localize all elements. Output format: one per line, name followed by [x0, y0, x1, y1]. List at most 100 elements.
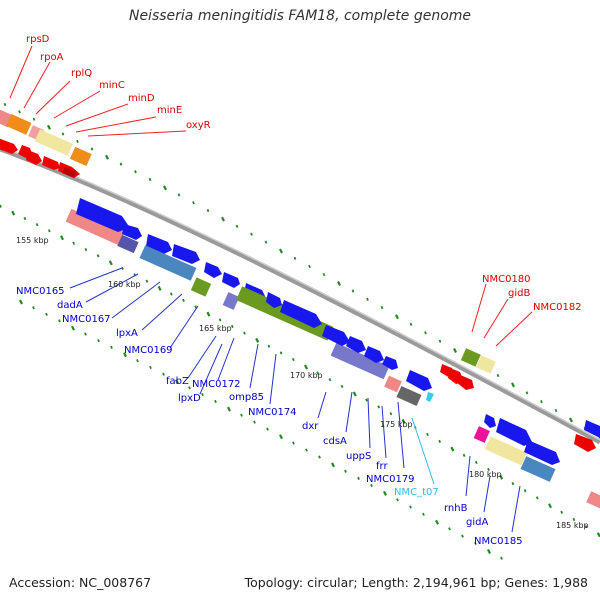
tick-mark	[305, 448, 308, 452]
leader-rpoA	[23, 61, 51, 109]
tick-marks	[0, 102, 600, 560]
tick-mark	[525, 391, 529, 395]
leader-NMC0165	[69, 267, 123, 289]
feature-NMC0179b	[330, 342, 390, 380]
tick-mark	[182, 298, 185, 303]
leader-NMC0172	[217, 337, 235, 381]
tick-mark	[511, 382, 515, 388]
feature-NMC0185	[524, 440, 560, 465]
tick-mark	[84, 332, 87, 336]
tick-mark	[206, 311, 211, 317]
tick-mark	[60, 235, 64, 241]
gene-label-oxyr: oxyR	[186, 120, 211, 131]
tick-mark	[206, 208, 210, 213]
tick-mark	[344, 469, 347, 473]
tick-mark	[318, 455, 321, 459]
tick-mark	[548, 503, 552, 509]
tick-mark	[169, 292, 173, 296]
gene-labels: rpsDrpoArplQminCminDminEoxyRNMC0180gidBN…	[16, 34, 582, 547]
tick-mark	[438, 439, 442, 443]
tick-mark	[71, 325, 75, 331]
tick-mark	[279, 434, 283, 440]
tick-mark	[177, 193, 181, 197]
tick-mark	[267, 344, 271, 348]
tick-mark	[292, 441, 295, 445]
forward-features-right	[440, 348, 496, 390]
tick-mark	[422, 512, 425, 516]
feature-NMC0172	[204, 262, 222, 278]
leader-rplQ	[35, 80, 71, 115]
tick-mark	[221, 216, 225, 222]
gene-label-rpoa: rpoA	[40, 52, 64, 63]
tick-mark	[448, 527, 451, 531]
tick-mark	[474, 541, 477, 546]
tick-mark	[496, 373, 500, 378]
tick-mark	[32, 306, 35, 310]
tick-mark	[194, 305, 198, 309]
feature-NMC_t07	[396, 386, 422, 406]
tick-mark	[409, 505, 412, 509]
tick-mark	[426, 432, 429, 437]
tick-mark	[474, 460, 478, 464]
leader-NMC0179	[397, 401, 405, 469]
scale-label: 185 kbp	[556, 521, 589, 530]
feature-gidA-box	[484, 436, 528, 466]
tick-mark	[230, 324, 234, 329]
gene-label-minc: minC	[99, 80, 125, 91]
tick-mark	[47, 229, 51, 233]
tick-mark	[357, 476, 360, 480]
tick-mark	[149, 365, 152, 370]
tick-mark	[340, 384, 344, 389]
gene-label-frr: frr	[376, 461, 388, 472]
feature-dxr	[190, 277, 212, 297]
gene-label-nmc0167: NMC0167	[62, 314, 111, 325]
tick-mark	[554, 408, 558, 413]
gene-label-lpxa: lpxA	[116, 328, 138, 339]
tick-mark	[266, 427, 269, 431]
tick-mark	[3, 102, 7, 107]
tick-mark	[47, 124, 51, 130]
tick-mark	[264, 240, 268, 244]
feature-cdsA	[222, 292, 240, 310]
feature-gidA	[496, 418, 532, 446]
tick-mark	[438, 339, 442, 343]
feature-NMC0165	[65, 208, 125, 246]
gene-label-nmc0180: NMC0180	[482, 274, 531, 285]
tick-mark	[279, 248, 283, 254]
gene-label-nmc0174: NMC0174	[248, 407, 297, 418]
tick-mark	[121, 266, 124, 271]
tick-mark	[235, 224, 239, 228]
feature-NMC0179	[280, 300, 322, 328]
gene-label-mind: minD	[128, 93, 155, 104]
gene-label-upps: uppS	[346, 451, 371, 462]
tick-mark	[214, 399, 217, 404]
forward-features	[0, 109, 92, 178]
leader-NMC_t07	[411, 417, 435, 485]
tick-mark	[145, 279, 149, 283]
tick-mark	[540, 400, 543, 404]
tick-mark	[96, 254, 100, 258]
feature-dadA	[76, 198, 130, 232]
tick-mark	[435, 519, 439, 525]
feature-NMC0167	[117, 234, 139, 254]
leader-gidB	[483, 298, 509, 339]
map-title: Neisseria meningitidis FAM18, complete g…	[128, 8, 472, 24]
tick-mark	[18, 110, 21, 114]
tick-mark	[453, 347, 457, 353]
leader-lpxA	[141, 293, 183, 331]
gene-label-lpxd: lpxD	[178, 393, 201, 404]
tick-mark	[32, 117, 36, 121]
tick-mark	[523, 489, 527, 493]
scale-label: 180 kbp	[469, 470, 502, 479]
tick-mark	[61, 132, 65, 136]
scale-label: 155 kbp	[16, 236, 49, 245]
gene-label-rplq: rplQ	[71, 68, 92, 79]
tick-mark	[84, 247, 88, 252]
tick-mark	[569, 417, 573, 423]
tick-mark	[409, 322, 413, 326]
feature-arrow-9	[364, 346, 384, 363]
tick-mark	[308, 264, 311, 269]
feature-arrow-1	[0, 138, 18, 154]
scale-label: 165 kbp	[199, 324, 232, 333]
